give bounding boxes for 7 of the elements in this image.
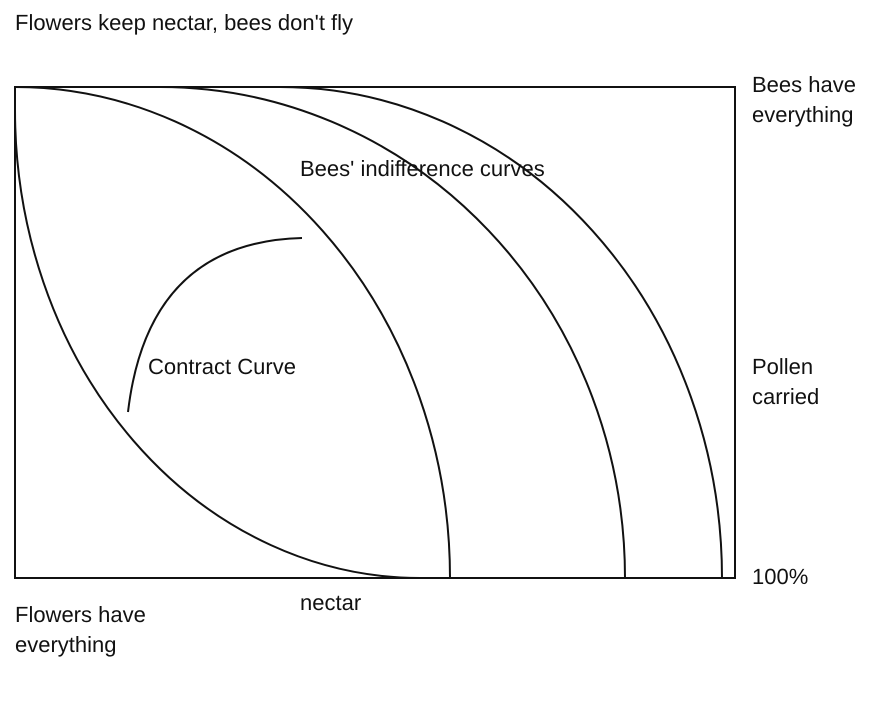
axis-label: nectar [300, 589, 362, 617]
corner-label: Flowers keep nectar, bees don't fly [15, 9, 354, 37]
axis-label: Pollen carried [752, 353, 820, 411]
corner-label: Bees have everything [752, 71, 857, 129]
corner-label: Flowers have everything [15, 601, 147, 659]
curve-label: Contract Curve [148, 353, 296, 381]
axis-label: 100% [752, 563, 808, 591]
